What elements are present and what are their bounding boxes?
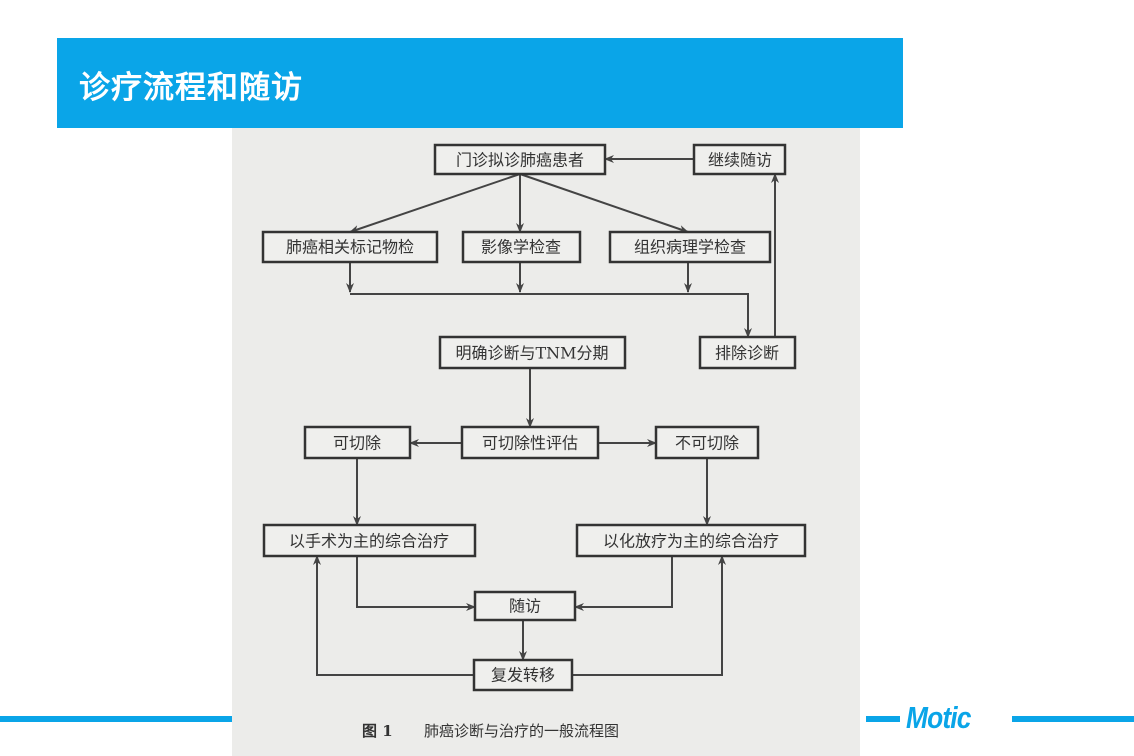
node-continue-followup: 继续随访 bbox=[708, 151, 772, 170]
node-chemo-box bbox=[575, 523, 807, 558]
node-outpatient: 门诊拟诊肺癌患者 bbox=[456, 151, 584, 170]
figure-caption-label: 图 1 bbox=[362, 722, 393, 740]
node-imaging: 影像学检查 bbox=[481, 238, 561, 257]
node-exclude: 排除诊断 bbox=[715, 344, 779, 363]
node-pathology: 组织病理学检查 bbox=[634, 238, 746, 257]
arrow-recurrence-to-chemo bbox=[572, 555, 726, 676]
node-recurrence: 复发转移 bbox=[491, 666, 555, 685]
node-resectable: 可切除 bbox=[333, 434, 381, 453]
node-resectable-box bbox=[303, 425, 412, 460]
footer-line-left bbox=[0, 716, 232, 722]
node-diagnosis: 明确诊断与TNM分期 bbox=[455, 344, 608, 363]
node-markers-box bbox=[261, 230, 439, 264]
node-unresectable-box bbox=[654, 425, 760, 460]
node-assessment: 可切除性评估 bbox=[482, 434, 578, 453]
node-surgery-box bbox=[262, 523, 477, 558]
node-assessment-box bbox=[460, 425, 600, 460]
node-surgery: 以手术为主的综合治疗 bbox=[289, 532, 449, 551]
arrow-chemo-to-followup bbox=[574, 556, 673, 611]
motic-logo: Motic bbox=[906, 700, 971, 735]
node-followup-box bbox=[473, 590, 577, 622]
node-imaging-box bbox=[461, 230, 582, 264]
slide-header: 诊疗流程和随访 bbox=[57, 38, 903, 128]
node-pathology-box bbox=[608, 230, 772, 264]
node-followup: 随访 bbox=[509, 597, 541, 616]
flowchart-figure: 门诊拟诊肺癌患者 继续随访 肺癌相关标记物检 影像学检查 组织病理学检查 明确诊… bbox=[232, 128, 860, 756]
node-markers: 肺癌相关标记物检 bbox=[286, 238, 414, 257]
arrow-surgery-to-followup bbox=[356, 556, 476, 611]
arrow-to-pathology bbox=[519, 173, 689, 233]
node-outpatient-box bbox=[433, 143, 607, 176]
node-unresectable: 不可切除 bbox=[675, 434, 739, 453]
slide-title: 诊疗流程和随访 bbox=[79, 70, 303, 106]
node-recurrence-box bbox=[472, 658, 574, 692]
arrow-to-exclude bbox=[350, 293, 752, 338]
flowchart-svg: 门诊拟诊肺癌患者 继续随访 肺癌相关标记物检 影像学检查 组织病理学检查 明确诊… bbox=[261, 143, 807, 740]
node-chemo: 以化放疗为主的综合治疗 bbox=[603, 532, 779, 551]
node-continue-box bbox=[692, 143, 787, 176]
footer-line-mid bbox=[866, 716, 900, 722]
figure-caption-text: 肺癌诊断与治疗的一般流程图 bbox=[424, 722, 619, 740]
node-diagnosis-box bbox=[438, 335, 627, 370]
arrow-recurrence-to-surgery bbox=[313, 555, 474, 676]
footer-line-right bbox=[1012, 716, 1134, 722]
node-exclude-box bbox=[698, 335, 797, 370]
arrow-to-markers bbox=[349, 173, 521, 233]
connectors bbox=[313, 155, 779, 676]
